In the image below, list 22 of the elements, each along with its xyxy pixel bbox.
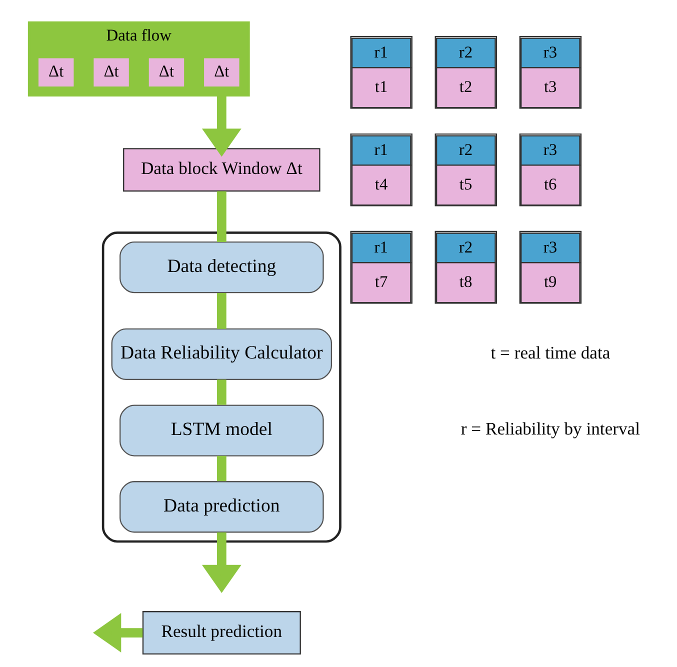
arrow <box>202 532 242 594</box>
node-box: Result prediction <box>142 611 301 654</box>
connector <box>216 456 226 482</box>
node-box: Δt <box>204 58 240 86</box>
arrow <box>202 95 242 157</box>
node-box: Data block Window Δt <box>123 148 320 192</box>
connector <box>216 380 226 405</box>
node-box: LSTM model <box>120 404 324 456</box>
node-box: Δt <box>38 58 74 86</box>
label: r = Reliability by interval <box>460 418 640 439</box>
node-box: Δt <box>94 58 129 86</box>
cluster <box>102 232 342 543</box>
node-label: Data flow <box>106 25 172 44</box>
label: t = real time data <box>490 342 610 362</box>
node-box: Data prediction <box>120 481 324 533</box>
node-box: Data detecting <box>120 241 324 294</box>
arrow <box>93 613 143 652</box>
cluster <box>28 21 250 96</box>
connector <box>216 191 226 242</box>
connector <box>216 292 226 329</box>
node-box: Δt <box>148 58 184 86</box>
node-box: Data Reliability Calculator <box>111 328 332 380</box>
